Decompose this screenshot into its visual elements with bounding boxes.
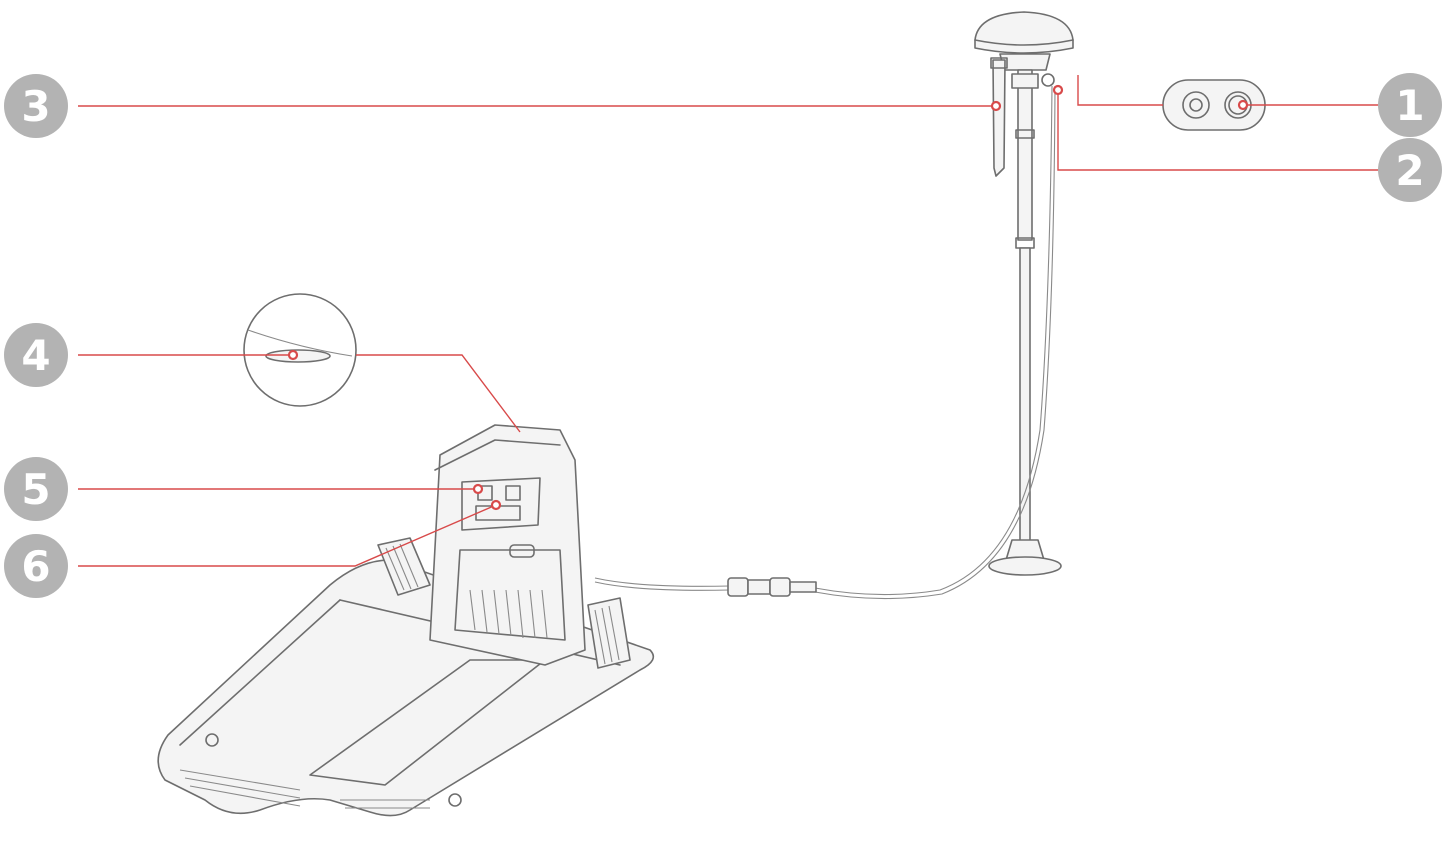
target-dot-2 [1052, 84, 1064, 96]
leader-line-1b [1077, 75, 1163, 106]
target-dots [287, 84, 1249, 511]
extension-cable [594, 577, 817, 597]
right-guide-block [587, 597, 631, 669]
callout-number-3: 3 [21, 82, 50, 131]
callout-number-2: 2 [1395, 146, 1424, 195]
charging-station [157, 424, 655, 817]
callout-badge-3: 3 [4, 74, 68, 138]
left-guide-block [377, 537, 431, 596]
target-dot-1 [1237, 99, 1249, 111]
leader-line-2 [1057, 90, 1380, 171]
connector-detail [1162, 79, 1266, 131]
callout-badge-2: 2 [1378, 138, 1442, 202]
callout-number-1: 1 [1395, 81, 1424, 130]
leader-lines [78, 75, 1380, 567]
callout-badge-5: 5 [4, 457, 68, 521]
callout-number-5: 5 [21, 465, 50, 514]
callout-badge-4: 4 [4, 323, 68, 387]
callout-badge-1: 1 [1378, 73, 1442, 137]
rtk-reference-station [814, 11, 1074, 600]
callout-badge-6: 6 [4, 534, 68, 598]
leader-line-4b [356, 354, 521, 433]
target-dot-3 [990, 100, 1002, 112]
callout-badges: 1 2 3 4 5 6 [4, 73, 1442, 598]
callout-number-6: 6 [21, 542, 50, 591]
target-dot-5 [472, 483, 484, 495]
target-dot-4 [287, 349, 299, 361]
leader-line-6 [78, 504, 497, 567]
target-dot-6 [490, 499, 502, 511]
callout-number-4: 4 [21, 331, 50, 380]
indicator-zoom-circle [243, 293, 357, 407]
